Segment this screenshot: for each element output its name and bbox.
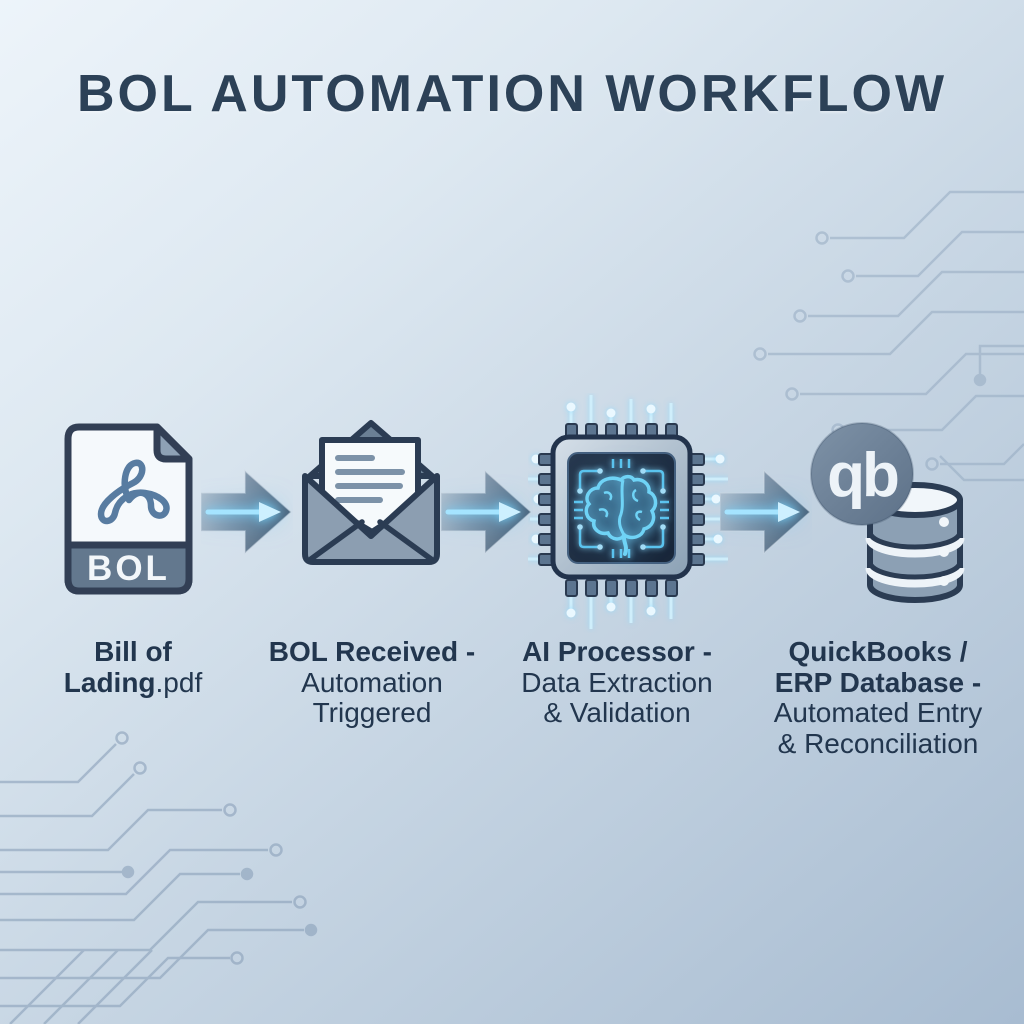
stage-caption-ai-processor: AI Processor -Data Extraction& Validatio… (521, 636, 713, 729)
pdf-file-icon: BOL (63, 421, 195, 602)
stage-caption-quickbooks: QuickBooks /ERP Database -Automated Entr… (773, 636, 983, 759)
acrobat-swirl-icon (97, 459, 170, 525)
pdf-badge-label: BOL (87, 549, 170, 588)
page-title: BOL AUTOMATION WORKFLOW (76, 65, 948, 123)
quickbooks-database-icon: qb (806, 420, 966, 611)
flow-arrow-3 (720, 463, 812, 566)
quickbooks-logo-icon: qb (810, 422, 914, 526)
flow-arrow-1 (201, 463, 293, 566)
quickbooks-monogram: qb (827, 441, 898, 510)
circuit-pattern-bottom-left (0, 731, 318, 1024)
email-envelope-icon (296, 416, 446, 573)
brain-icon (584, 474, 658, 556)
ai-chip-icon (528, 393, 728, 638)
flow-arrow-2 (441, 463, 533, 566)
